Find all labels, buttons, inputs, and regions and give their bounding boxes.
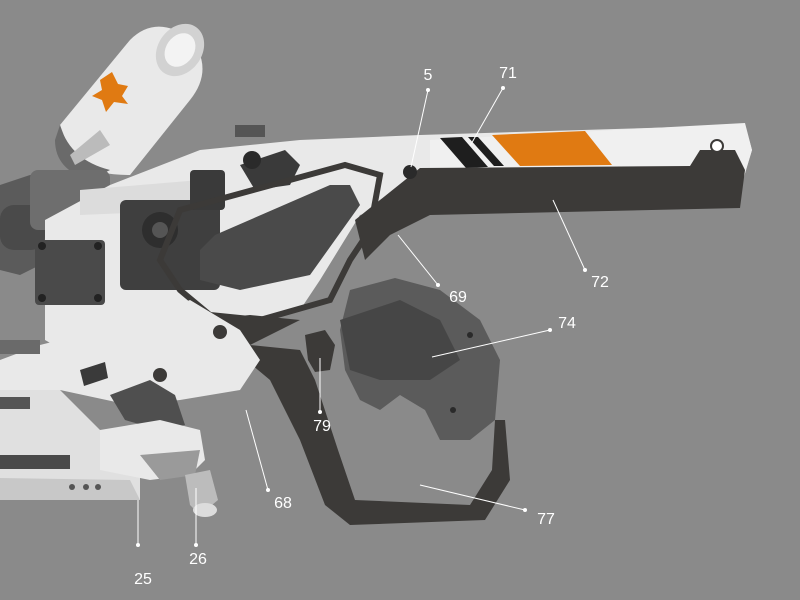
leader-lines	[136, 86, 587, 547]
callout-68: 68	[274, 495, 292, 512]
callout-69: 69	[449, 289, 467, 306]
callout-74: 74	[558, 315, 576, 332]
side-window	[156, 161, 384, 324]
trigger	[305, 330, 335, 372]
callout-71: 71	[499, 65, 517, 82]
lower-housing	[0, 300, 260, 500]
callout-77: 77	[537, 511, 555, 528]
callout-26: 26	[189, 551, 207, 568]
top-rail	[355, 123, 752, 260]
fox-emblem-icon	[92, 72, 128, 112]
grip	[340, 278, 500, 440]
callout-25: 25	[134, 571, 152, 588]
nozzle-assembly	[100, 380, 218, 517]
callout-72: 72	[591, 274, 609, 291]
callout-79: 79	[313, 418, 331, 435]
callout-5: 5	[423, 67, 433, 84]
canister	[55, 23, 205, 180]
